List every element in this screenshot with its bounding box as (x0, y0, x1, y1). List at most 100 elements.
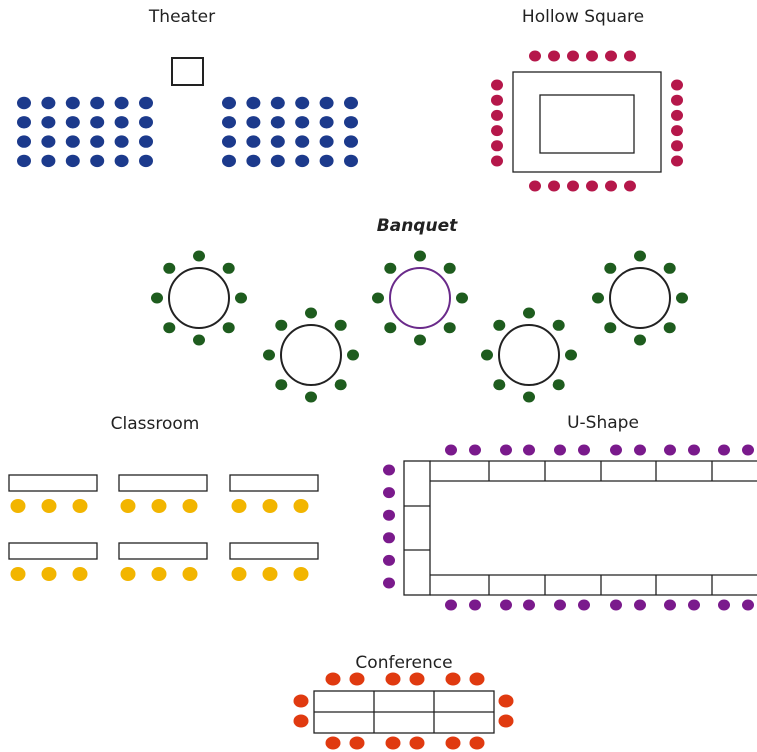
classroom-title: Classroom (111, 414, 200, 434)
seat (325, 736, 341, 750)
desk (229, 542, 319, 560)
seat (17, 154, 31, 168)
seat (671, 140, 683, 152)
seat (383, 532, 395, 544)
seat (65, 135, 80, 148)
round-table (498, 324, 560, 386)
seat (163, 262, 176, 274)
seat (319, 154, 334, 168)
seat (319, 116, 334, 129)
seat (383, 554, 395, 566)
seat (586, 180, 598, 192)
seat (72, 567, 88, 581)
seat (275, 379, 288, 391)
seat (344, 135, 358, 148)
seat (548, 180, 560, 192)
stage-box (171, 57, 204, 86)
seat (552, 319, 565, 331)
seat (383, 464, 395, 476)
seat (592, 292, 604, 304)
seat (384, 262, 397, 274)
seat (605, 180, 617, 192)
seat (293, 694, 309, 708)
seat (151, 567, 167, 581)
seat (578, 599, 590, 611)
seat (676, 292, 688, 304)
seat (565, 349, 577, 361)
seat (523, 307, 535, 319)
seat (634, 250, 646, 262)
desk (118, 542, 208, 560)
seat (383, 509, 395, 521)
seat (552, 379, 565, 391)
seat (742, 444, 754, 456)
seat (17, 96, 31, 110)
seat (742, 599, 754, 611)
u-top-table (430, 460, 757, 482)
seat (295, 154, 310, 168)
seat (114, 154, 129, 168)
seat (605, 50, 617, 62)
seat (688, 599, 700, 611)
seat (567, 50, 579, 62)
desk (118, 474, 208, 492)
seat (554, 444, 566, 456)
seat (493, 319, 506, 331)
seat (72, 499, 88, 513)
seat (383, 577, 395, 589)
seat (10, 567, 26, 581)
seat (663, 322, 676, 334)
seat (409, 672, 425, 686)
seat (114, 96, 129, 110)
seat (151, 292, 163, 304)
seat (222, 96, 236, 110)
seat (456, 292, 468, 304)
seat (443, 262, 456, 274)
seat (500, 444, 512, 456)
seat (671, 94, 683, 106)
seat (554, 599, 566, 611)
seat (293, 499, 309, 513)
seat (586, 50, 598, 62)
seat (469, 444, 481, 456)
seat (498, 694, 514, 708)
seat (139, 135, 153, 148)
seat (65, 116, 80, 129)
conference-title: Conference (355, 653, 452, 673)
seat (604, 322, 617, 334)
desk (8, 474, 98, 492)
seat (688, 444, 700, 456)
seat (409, 736, 425, 750)
seat (163, 322, 176, 334)
seat (523, 391, 535, 403)
seat (344, 116, 358, 129)
seat (491, 155, 503, 167)
seat (663, 262, 676, 274)
seat (193, 334, 205, 346)
seat (344, 96, 358, 110)
seat (491, 94, 503, 106)
seat (372, 292, 384, 304)
seat (491, 109, 503, 121)
round-table (280, 324, 342, 386)
u-shape-layout (383, 444, 757, 611)
seat (529, 180, 541, 192)
seat (305, 391, 317, 403)
seat (246, 154, 261, 168)
seat (10, 499, 26, 513)
seat (481, 349, 493, 361)
seat (634, 444, 646, 456)
seat (443, 322, 456, 334)
seat (17, 135, 31, 148)
seat (305, 307, 317, 319)
seat (414, 334, 426, 346)
seat (231, 567, 247, 581)
banquet-layout (151, 250, 688, 403)
seat (41, 135, 56, 148)
seat (182, 499, 198, 513)
seat (491, 140, 503, 152)
seat (139, 154, 153, 168)
seat (263, 349, 275, 361)
seat (445, 444, 457, 456)
